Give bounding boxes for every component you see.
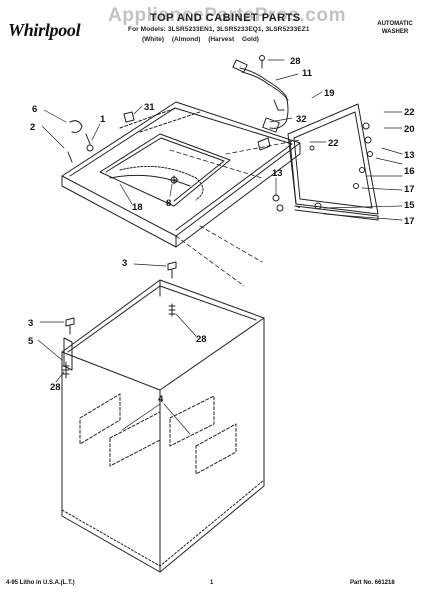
callout-2: 2 xyxy=(30,122,35,133)
callout-19: 19 xyxy=(324,88,335,99)
diagram-title: TOP AND CABINET PARTS xyxy=(150,12,301,24)
variant-white: (White) xyxy=(142,36,165,43)
callout-5: 5 xyxy=(28,336,34,347)
cabinet-rear-notch xyxy=(63,337,73,371)
callout-22-right: 22 xyxy=(404,107,415,118)
callout-20: 20 xyxy=(404,124,415,135)
callout-17-upper: 17 xyxy=(404,184,415,195)
models-line: For Models: 3LSR5233EN1, 3LSR5233EQ1, 3L… xyxy=(128,26,310,33)
callout-22-inner: 22 xyxy=(328,138,339,149)
callout-3-top: 3 xyxy=(122,258,127,269)
top-front-dashes xyxy=(119,107,201,133)
callout-4: 4 xyxy=(158,394,164,405)
callout-3-side: 3 xyxy=(28,318,33,329)
callout-28-cabinet: 28 xyxy=(196,334,207,345)
variant-gold: (Harvest Gold) xyxy=(208,36,259,43)
product-type: AUTOMATIC WASHER xyxy=(370,20,420,36)
lid-opening xyxy=(99,133,231,207)
callout-13-right: 13 xyxy=(404,150,415,161)
screw-part-3-side xyxy=(65,317,75,335)
page-number: 1 xyxy=(210,580,214,586)
callout-17-lower: 17 xyxy=(404,216,415,227)
callout-15: 15 xyxy=(404,200,415,211)
callout-numbers: 28 11 19 22 20 22 13 16 17 15 17 32 13 6… xyxy=(28,56,415,405)
screw-part-32 xyxy=(257,137,271,151)
screw-part-28-harness xyxy=(259,55,265,69)
callout-13-left: 13 xyxy=(272,168,283,179)
washer-cabinet xyxy=(61,279,265,573)
color-variants: (White) (Almond) (Harvest Gold) xyxy=(142,36,259,43)
assembly-guide-lines xyxy=(169,139,301,287)
screw-part-28-side xyxy=(62,361,70,379)
callout-11: 11 xyxy=(302,68,313,79)
callout-28-top: 28 xyxy=(290,56,301,67)
callout-28-side: 28 xyxy=(50,382,61,393)
variant-almond: (Almond) xyxy=(171,36,201,43)
callout-32: 32 xyxy=(296,114,307,125)
clip-part-31 xyxy=(123,111,135,123)
screw-part-28-cabinet xyxy=(168,303,176,317)
brand-logo: Whirlpool xyxy=(8,20,81,40)
washer-top-panel xyxy=(61,101,301,248)
console-fasteners xyxy=(272,122,373,212)
callout-8: 8 xyxy=(166,198,171,209)
callout-6: 6 xyxy=(32,104,37,115)
hinge-part-6-and-1 xyxy=(67,120,94,163)
part-number: Part No. 661218 xyxy=(350,580,395,586)
product-type-line1: AUTOMATIC xyxy=(377,21,413,27)
callout-16: 16 xyxy=(404,166,415,177)
callout-18: 18 xyxy=(132,202,143,213)
watermark-text: AppliancePartsPros.com xyxy=(108,5,347,26)
callout-31: 31 xyxy=(144,102,155,113)
screw-part-3-top xyxy=(167,261,177,279)
callout-leader-lines xyxy=(37,59,403,435)
wire-harness xyxy=(232,59,289,133)
callout-1: 1 xyxy=(100,114,106,125)
litho-note: 4-95 Litho in U.S.A.(L.T.) xyxy=(6,580,75,586)
screw-part-8 xyxy=(169,175,179,185)
cabinet-dashed-panels xyxy=(79,393,237,475)
product-type-line2: WASHER xyxy=(381,29,409,35)
